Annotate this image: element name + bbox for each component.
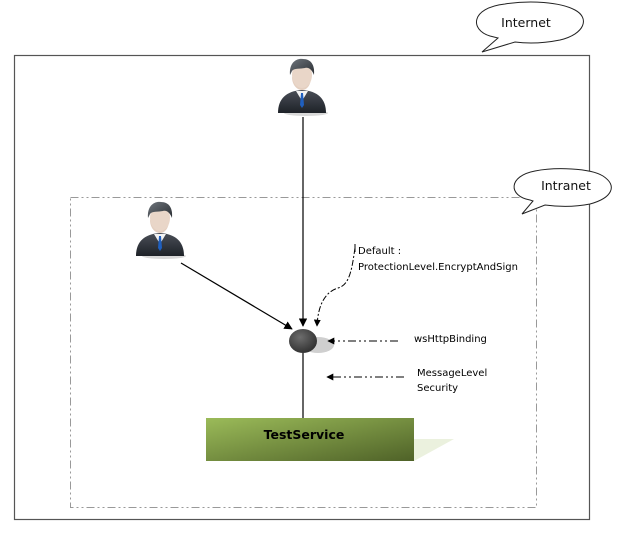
binding-label: wsHttpBinding xyxy=(414,334,487,345)
intranet-callout: Intranet xyxy=(513,168,612,215)
internet-label: Internet xyxy=(501,15,551,30)
intranet-user-connector xyxy=(180,262,293,330)
service-shadow xyxy=(414,439,454,461)
default-label-line2: ProtectionLevel.EncryptAndSign xyxy=(358,262,518,273)
intranet-label: Intranet xyxy=(541,178,591,193)
internet-zone-box xyxy=(13,54,591,521)
endpoint-icon xyxy=(289,329,317,353)
service-box xyxy=(206,418,414,461)
intranet-user-icon xyxy=(136,201,186,259)
default-protection-connector xyxy=(313,247,356,327)
service-label: TestService xyxy=(264,427,345,442)
internet-callout: Internet xyxy=(476,1,584,53)
internet-user-icon xyxy=(278,58,328,116)
default-label-line1: Default : xyxy=(358,246,401,257)
security-label-line1: MessageLevel xyxy=(417,368,487,379)
security-label-line2: Security xyxy=(417,383,458,394)
